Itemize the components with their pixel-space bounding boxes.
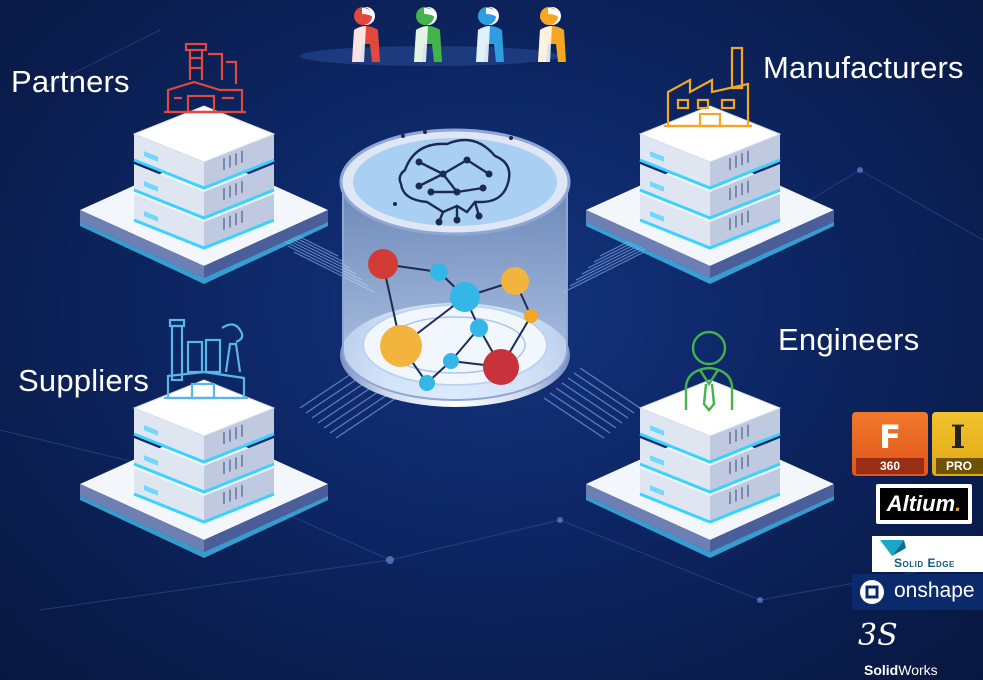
factory-building-icon [664, 46, 752, 128]
fusion-360-logo: F 360 [852, 412, 928, 476]
factory-icon [164, 42, 246, 114]
suppliers-server [80, 379, 328, 558]
engineers-label: Engineers [778, 322, 920, 357]
inventor-sub: PRO [936, 458, 983, 474]
neural-network-icon [398, 138, 511, 224]
altium-suffix: . [955, 491, 962, 516]
person-icon [414, 7, 442, 62]
partners-label: Partners [11, 64, 130, 99]
onshape-text: onshape [894, 579, 975, 602]
industrial-plant-icon [164, 318, 248, 400]
ds-mark: 3S [858, 618, 898, 653]
person-icon [476, 7, 504, 62]
solid-edge-mark [880, 540, 906, 556]
manufacturers-server [586, 105, 834, 284]
person-icon [538, 7, 566, 62]
fusion-sub: 360 [856, 458, 924, 474]
solidworks-bold: Solid [864, 662, 899, 678]
solid-edge-text: Solid Edge [894, 556, 955, 570]
altium-logo: Altium. [876, 484, 972, 524]
fusion-letter: F [879, 418, 901, 456]
solidworks-rest: Works [898, 662, 938, 678]
data-graph-icon [368, 249, 538, 391]
altium-text: Altium [886, 491, 956, 516]
inventor-letter: I [950, 418, 966, 456]
partners-server [80, 105, 328, 284]
onshape-logo: onshape [852, 574, 983, 610]
person-icon [352, 7, 380, 62]
team-people-group [352, 7, 566, 62]
engineer-person-icon [684, 330, 734, 412]
inventor-pro-logo: I PRO [932, 412, 983, 476]
engineers-server [586, 379, 834, 558]
onshape-mark [860, 580, 884, 604]
manufacturers-label: Manufacturers [763, 50, 964, 85]
central-database [339, 128, 571, 407]
solid-edge-logo: Solid Edge [872, 536, 983, 572]
suppliers-label: Suppliers [18, 363, 150, 398]
solidworks-logo: 3S SolidWorks [846, 618, 966, 680]
